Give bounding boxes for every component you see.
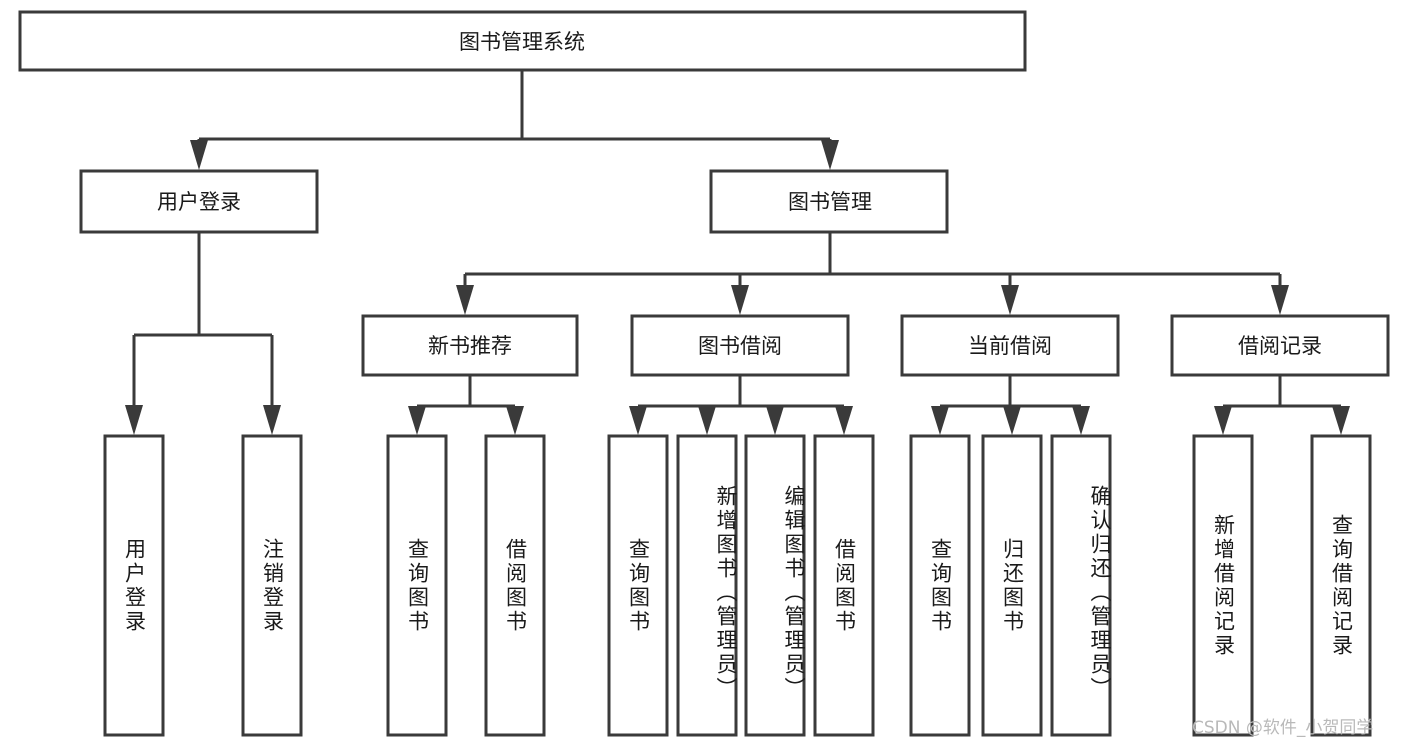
- arrow-head-leaf-query-book-rec: [408, 406, 426, 435]
- leaf-box-borrow-book[interactable]: [813, 434, 875, 737]
- leaf-box-query-book-cur[interactable]: [909, 434, 971, 737]
- arrow-head-borrow-record: [1271, 285, 1289, 315]
- arrow-head-book-borrow: [731, 285, 749, 315]
- arrow-head-user-login: [190, 140, 208, 170]
- csdn-watermark: CSDN @软件_小贺同学: [1192, 718, 1374, 738]
- arrow-head-leaf-return-book: [1003, 406, 1021, 435]
- leaf-box-edit-book-admin[interactable]: [744, 434, 806, 737]
- leaf-box-add-book-admin[interactable]: [676, 434, 738, 737]
- node-root-box[interactable]: [18, 10, 1027, 72]
- leaf-box-user-login[interactable]: [103, 434, 165, 737]
- leaf-box-return-book[interactable]: [981, 434, 1043, 737]
- node-book-manage[interactable]: 图书管理: [709, 169, 949, 234]
- node-user-login[interactable]: 用户登录: [79, 169, 319, 234]
- arrow-head-leaf-user-login: [125, 405, 143, 435]
- node-book-manage-label: 图书管理: [788, 190, 872, 214]
- node-borrow-record-label: 借阅记录: [1238, 334, 1322, 358]
- node-current-borrow-label: 当前借阅: [968, 334, 1052, 358]
- node-book-manage-box[interactable]: [709, 169, 949, 234]
- leaf-box-borrow-book-rec[interactable]: [484, 434, 546, 737]
- node-book-borrow-label: 图书借阅: [698, 334, 782, 358]
- node-borrow-record[interactable]: 借阅记录: [1170, 314, 1390, 377]
- node-user-login-label: 用户登录: [157, 190, 241, 214]
- node-current-borrow[interactable]: 当前借阅: [900, 314, 1120, 377]
- node-book-borrow-box[interactable]: [630, 314, 850, 377]
- arrow-head-new-book-recommend: [456, 285, 474, 315]
- arrow-head-leaf-query-book-cur: [931, 406, 949, 435]
- leaf-box-query-book-rec[interactable]: [386, 434, 448, 737]
- leaf-box-add-borrow-record[interactable]: [1192, 434, 1254, 737]
- node-new-book-recommend-label: 新书推荐: [428, 334, 512, 358]
- arrow-head-leaf-borrow-book-rec: [506, 406, 524, 435]
- node-new-book-recommend[interactable]: 新书推荐: [361, 314, 579, 377]
- connector-layer: [125, 70, 1350, 435]
- arrow-head-leaf-add-book-admin: [698, 406, 716, 435]
- node-root[interactable]: 图书管理系统: [18, 10, 1027, 72]
- arrow-head-leaf-confirm-return-admin: [1072, 406, 1090, 435]
- node-current-borrow-box[interactable]: [900, 314, 1120, 377]
- node-root-label: 图书管理系统: [459, 30, 585, 54]
- arrow-head-leaf-borrow-book: [835, 406, 853, 435]
- arrow-head-leaf-user-logout: [263, 405, 281, 435]
- arrow-head-current-borrow: [1001, 285, 1019, 315]
- node-user-login-box[interactable]: [79, 169, 319, 234]
- leaf-box-query-borrow-record[interactable]: [1310, 434, 1372, 737]
- arrow-head-book-manage: [821, 140, 839, 170]
- arrow-head-leaf-query-borrow-record: [1332, 406, 1350, 435]
- leaf-box-confirm-return-admin[interactable]: [1050, 434, 1112, 737]
- node-book-borrow[interactable]: 图书借阅: [630, 314, 850, 377]
- arrow-head-leaf-query-book-borrow: [629, 406, 647, 435]
- leaf-box-user-logout[interactable]: [241, 434, 303, 737]
- leaf-box-layer[interactable]: [103, 434, 1372, 737]
- arrow-head-leaf-edit-book-admin: [766, 406, 784, 435]
- node-borrow-record-box[interactable]: [1170, 314, 1390, 377]
- leaf-box-query-book-borrow[interactable]: [607, 434, 669, 737]
- arrow-head-leaf-add-borrow-record: [1214, 406, 1232, 435]
- node-new-book-recommend-box[interactable]: [361, 314, 579, 377]
